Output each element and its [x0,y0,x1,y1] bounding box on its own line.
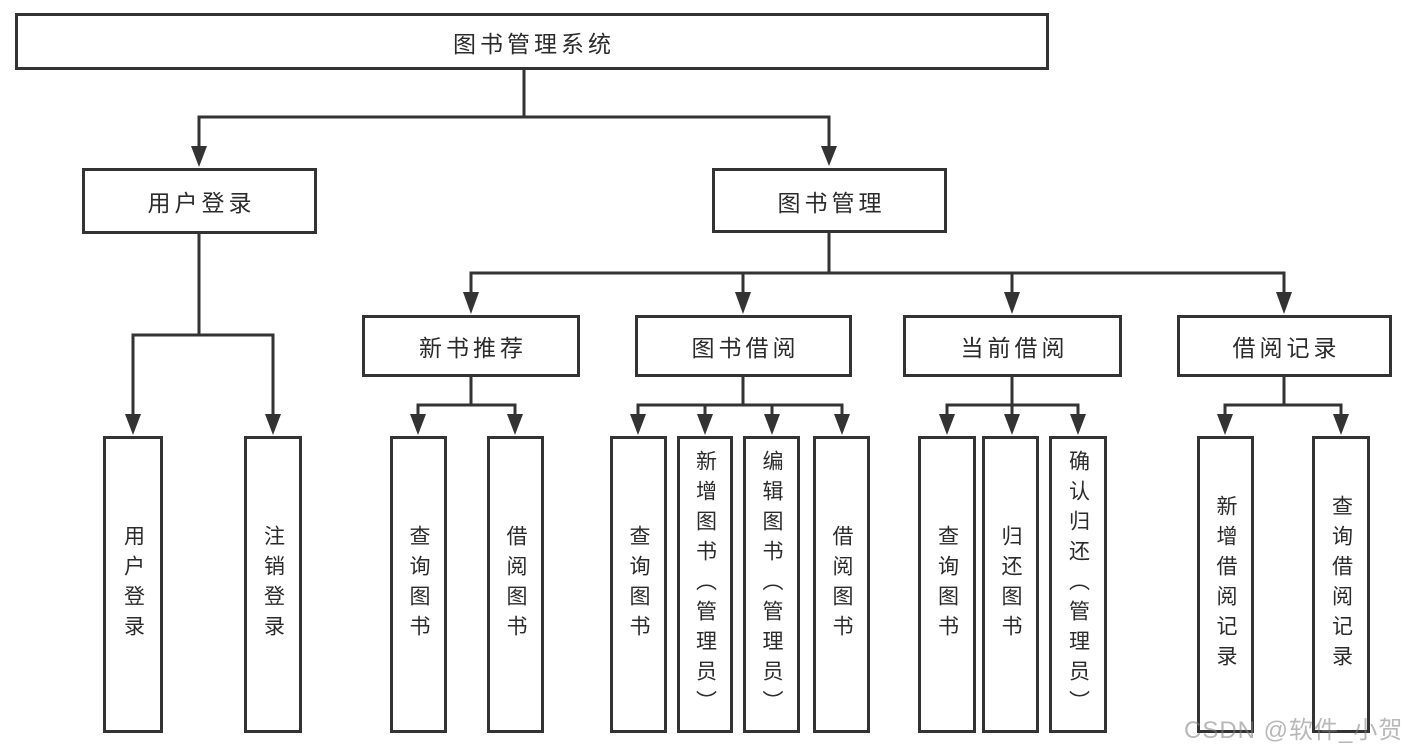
leaf-confirm-return-admin: 确认归还（管理员） [1049,436,1107,733]
csdn-watermark: CSDN @软件_小贺同学 [1184,717,1405,744]
leaf-label: 注销登录 [261,524,285,645]
leaf-borrow-books-1: 借阅图书 [487,436,544,733]
connector-new-book-children [410,375,523,435]
leaf-edit-books-admin: 编辑图书（管理员） [743,436,800,733]
connector-borrow-records-children [1217,375,1349,435]
leaf-query-borrow-record: 查询借阅记录 [1312,436,1370,733]
leaf-return-books: 归还图书 [982,436,1039,733]
leaf-label: 确认归还（管理员） [1066,449,1090,720]
leaf-label: 查询图书 [627,524,650,645]
leaf-label: 借阅图书 [504,524,527,645]
leaf-label: 借阅图书 [830,524,853,645]
node-current-borrow: 当前借阅 [903,315,1122,377]
leaf-label: 查询图书 [935,524,959,645]
leaf-query-books-1: 查询图书 [390,436,447,733]
connector-root-to-level2 [191,67,837,167]
node-user-login: 用户登录 [82,168,317,234]
leaf-label: 新增图书（管理员） [693,449,717,720]
node-library-management-system: 图书管理系统 [15,13,1049,70]
leaf-label: 归还图书 [999,524,1022,645]
node-book-management: 图书管理 [712,168,947,233]
leaf-add-borrow-record: 新增借阅记录 [1197,436,1254,733]
leaf-add-books-admin: 新增图书（管理员） [677,436,733,733]
leaf-label: 用户登录 [121,524,145,645]
leaf-label: 新增借阅记录 [1214,494,1237,675]
node-borrow-records: 借阅记录 [1177,315,1392,377]
leaf-query-books-2: 查询图书 [610,436,667,733]
connector-user-login-children [125,232,281,435]
leaf-label: 查询借阅记录 [1329,494,1353,675]
leaf-logout: 注销登录 [244,436,302,733]
leaf-label: 查询图书 [407,524,430,645]
connector-book-management-children [463,231,1292,314]
connector-book-borrow-children [630,375,850,435]
leaf-label: 编辑图书（管理员） [760,449,783,720]
node-book-borrow: 图书借阅 [635,315,852,377]
leaf-borrow-books-2: 借阅图书 [813,436,870,733]
leaf-query-books-3: 查询图书 [918,436,976,733]
node-new-book-recommend: 新书推荐 [362,315,580,377]
connector-current-borrow-children [939,375,1086,435]
leaf-user-login: 用户登录 [103,436,163,733]
